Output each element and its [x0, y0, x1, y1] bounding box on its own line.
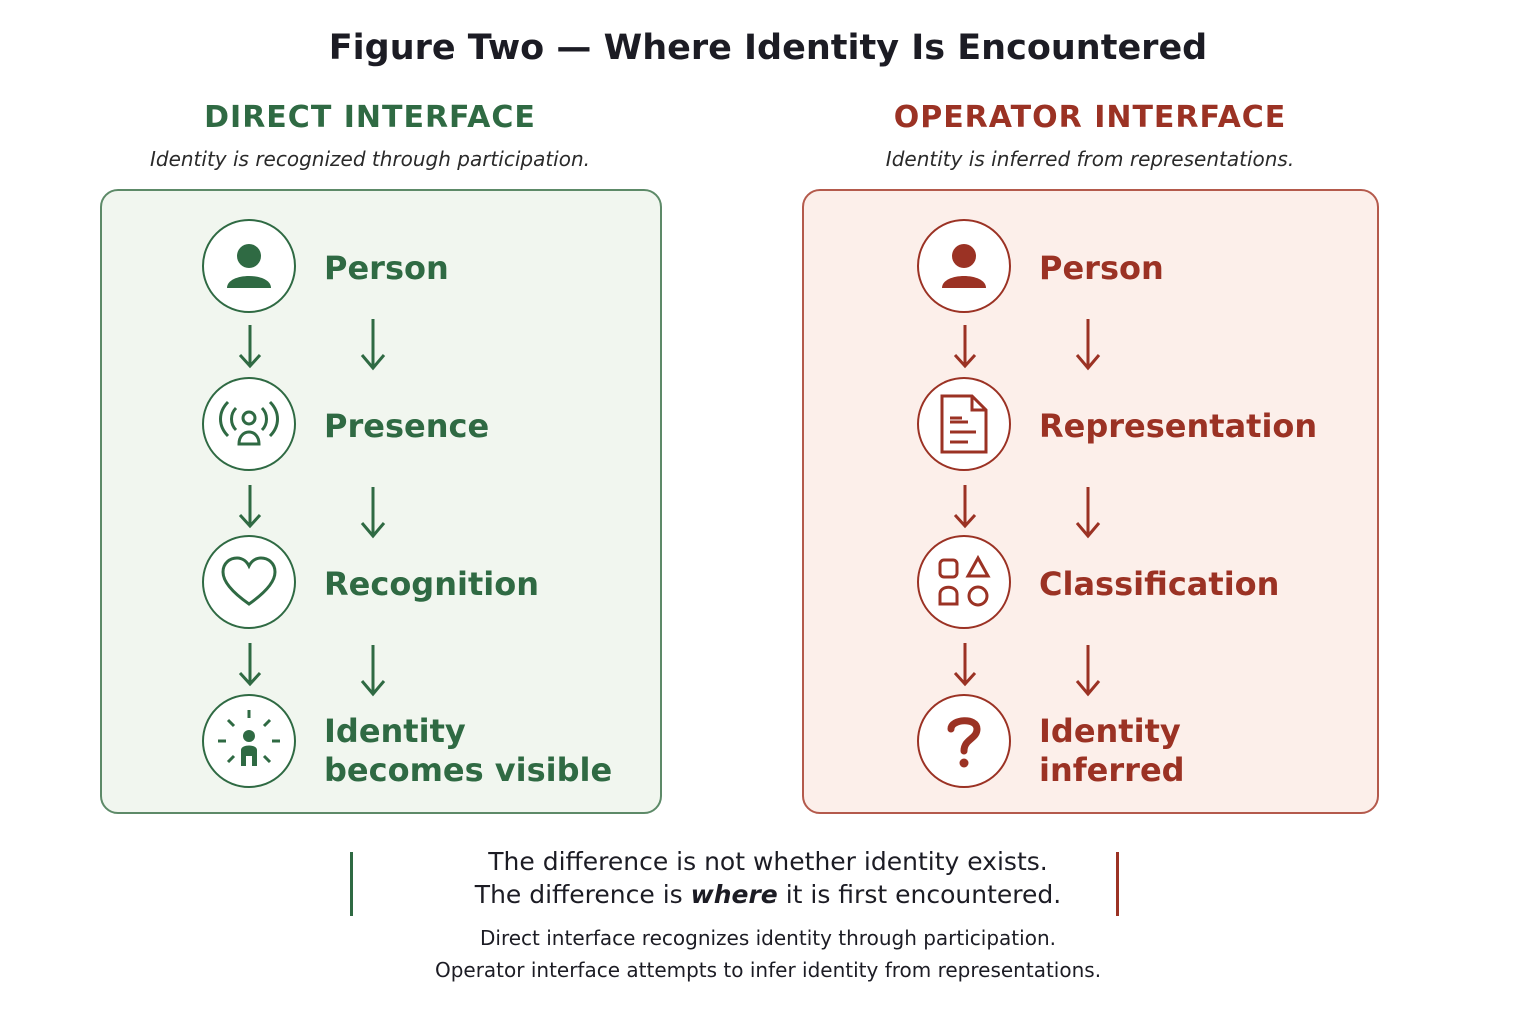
down-arrow-icon [360, 319, 386, 371]
direct-step-recognition: Recognition [324, 565, 539, 603]
summary-statement: The difference is not whether identity e… [0, 845, 1536, 911]
direct-step-identity-line2: becomes visible [324, 751, 613, 789]
figure-title: Figure Two — Where Identity Is Encounter… [328, 28, 1208, 68]
operator-interface-heading: OPERATOR INTERFACE [893, 100, 1287, 135]
summary-detail: Direct interface recognizes identity thr… [0, 922, 1536, 986]
down-arrow-icon [238, 485, 262, 529]
down-arrow-icon [238, 643, 262, 687]
down-arrow-icon [953, 643, 977, 687]
operator-interface-subtitle: Identity is inferred from representation… [885, 147, 1295, 171]
document-icon [917, 377, 1011, 471]
person-icon [202, 219, 296, 313]
direct-step-person: Person [324, 249, 449, 287]
operator-step-identity-line1: Identity [1039, 712, 1181, 750]
down-arrow-icon [360, 645, 386, 697]
operator-step-identity: Identity inferred [1039, 712, 1185, 790]
down-arrow-icon [953, 485, 977, 529]
down-arrow-icon [1075, 319, 1101, 371]
direct-interface-panel: Person Presence Recognition [100, 189, 662, 814]
heart-icon [202, 535, 296, 629]
operator-step-representation: Representation [1039, 407, 1318, 445]
down-arrow-icon [953, 325, 977, 369]
presence-signal-icon [202, 377, 296, 471]
green-divider-bar [350, 852, 353, 916]
down-arrow-icon [1075, 487, 1101, 539]
down-arrow-icon [238, 325, 262, 369]
visible-person-icon [202, 694, 296, 788]
shapes-icon [917, 535, 1011, 629]
direct-step-presence: Presence [324, 407, 490, 445]
direct-interface-heading: DIRECT INTERFACE [204, 100, 536, 135]
summary-line-2-post: it is first encountered. [777, 880, 1062, 909]
operator-interface-header: OPERATOR INTERFACE Identity is inferred … [820, 100, 1360, 171]
operator-interface-panel: Person Representation Classification [802, 189, 1379, 814]
summary-line-2-pre: The difference is [474, 880, 691, 909]
summary-line-2: The difference is where it is first enco… [0, 878, 1536, 911]
direct-interface-subtitle: Identity is recognized through participa… [149, 147, 590, 171]
summary-emphasis: where [690, 880, 778, 909]
direct-interface-header: DIRECT INTERFACE Identity is recognized … [100, 100, 640, 171]
person-icon [917, 219, 1011, 313]
summary-line-4: Operator interface attempts to infer ide… [434, 958, 1102, 982]
down-arrow-icon [1075, 645, 1101, 697]
operator-step-classification: Classification [1039, 565, 1280, 603]
direct-step-identity: Identity becomes visible [324, 712, 612, 790]
summary-line-3: Direct interface recognizes identity thr… [480, 926, 1056, 950]
summary-line-1: The difference is not whether identity e… [488, 847, 1048, 876]
red-divider-bar [1116, 852, 1119, 916]
operator-step-person: Person [1039, 249, 1164, 287]
operator-step-identity-line2: inferred [1039, 751, 1185, 789]
question-mark-icon [917, 694, 1011, 788]
direct-step-identity-line1: Identity [324, 712, 466, 750]
down-arrow-icon [360, 487, 386, 539]
